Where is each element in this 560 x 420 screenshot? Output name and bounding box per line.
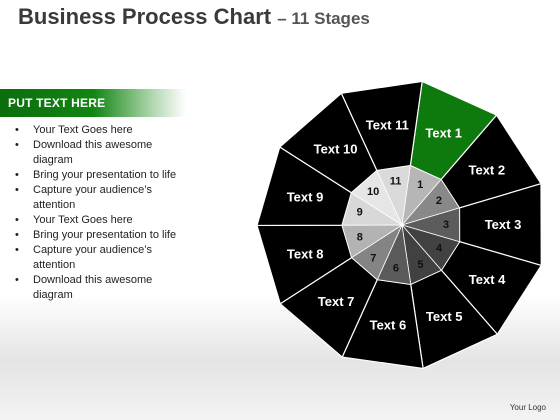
stage-label: Text 3: [485, 217, 522, 232]
bullet-item: Capture your audience’s attention: [12, 183, 182, 213]
bullet-item: Bring your presentation to life: [12, 168, 182, 183]
stage-number: 10: [367, 186, 379, 198]
bullet-item: Your Text Goes here: [12, 123, 182, 138]
text-panel-header: PUT TEXT HERE: [0, 89, 186, 117]
title-main: Business Process Chart: [18, 4, 272, 29]
stage-number: 7: [370, 252, 376, 264]
stage-number: 6: [393, 263, 399, 275]
stage-number: 4: [436, 243, 443, 255]
title-sub: – 11 Stages: [277, 9, 370, 28]
stage-label: Text 7: [318, 294, 355, 309]
text-panel-header-label: PUT TEXT HERE: [8, 96, 106, 110]
page-title: Business Process Chart – 11 Stages: [18, 4, 370, 30]
bullet-item: Download this awesome diagram: [12, 273, 182, 303]
logo-placeholder: Your Logo: [509, 403, 546, 412]
stage-label: Text 10: [314, 141, 358, 156]
stage-label: Text 2: [468, 163, 505, 178]
stage-label: Text 11: [366, 118, 409, 133]
bullet-list: Your Text Goes here Download this awesom…: [12, 123, 182, 303]
stage-number: 2: [436, 195, 442, 207]
stage-label: Text 8: [287, 246, 324, 261]
stage-number: 3: [443, 219, 449, 231]
stage-label: Text 1: [425, 126, 462, 141]
bullet-item: Capture your audience’s attention: [12, 243, 182, 273]
stage-label: Text 5: [426, 309, 463, 324]
stage-number: 8: [357, 232, 363, 244]
stage-label: Text 9: [287, 189, 324, 204]
stage-number: 1: [417, 179, 423, 191]
stage-label: Text 6: [370, 318, 407, 333]
stage-number: 11: [390, 176, 402, 188]
stage-number: 9: [357, 207, 363, 219]
stage-number: 5: [417, 259, 423, 271]
bullet-item: Your Text Goes here: [12, 213, 182, 228]
stage-label: Text 4: [469, 272, 506, 287]
bullet-item: Bring your presentation to life: [12, 228, 182, 243]
stage-inner-segment: [376, 165, 411, 226]
bullet-item: Download this awesome diagram: [12, 138, 182, 168]
